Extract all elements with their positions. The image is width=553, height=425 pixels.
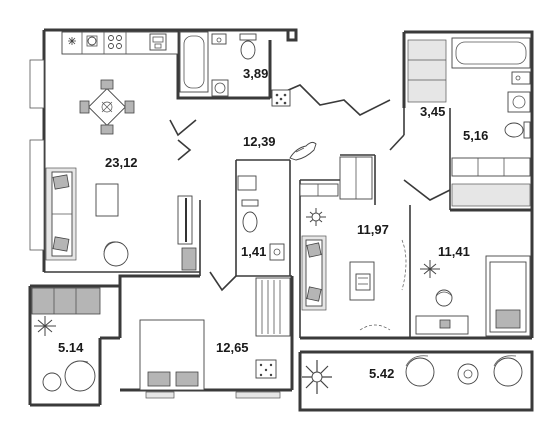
round-table-icon <box>42 360 96 392</box>
toilet-icon <box>504 121 531 139</box>
area-label-wc: 1,41 <box>241 244 267 259</box>
area-label-bedroom-center: 11,97 <box>357 222 389 237</box>
radiator <box>451 183 531 207</box>
cat-icon <box>289 141 317 161</box>
hall-wardrobe <box>299 156 373 200</box>
plant-icon <box>302 360 332 394</box>
coffee-table-icon <box>95 183 119 217</box>
bathtub-icon <box>451 37 531 69</box>
fan-icon <box>68 37 76 45</box>
bottom-window-frames <box>145 391 281 399</box>
area-label-living-kitchen: 23,12 <box>105 155 138 170</box>
sink-icon <box>511 71 531 85</box>
wc-fixtures <box>237 175 285 261</box>
toilet-icon <box>239 33 257 60</box>
vent-icon <box>271 89 291 107</box>
desk-icon <box>349 261 375 301</box>
wardrobe-icon <box>255 277 291 337</box>
interior-walls <box>44 84 451 338</box>
bed-icon <box>485 255 531 337</box>
area-label-corridor: 3,45 <box>420 104 446 119</box>
area-label-hall: 12,39 <box>243 134 276 149</box>
armchair-icon <box>103 241 129 267</box>
chair-icon <box>435 289 453 307</box>
desk-icon <box>415 315 469 335</box>
corridor-wardrobe <box>407 39 447 103</box>
plant-icon <box>420 260 440 278</box>
stove-icon <box>108 35 122 49</box>
plant-icon <box>34 316 56 336</box>
sofa-icon <box>45 167 77 261</box>
balcony-sofa <box>31 287 101 315</box>
exterior-walls <box>28 28 534 412</box>
bed-icon <box>139 319 205 391</box>
bathtub-icon <box>179 31 209 93</box>
plant-icon <box>306 208 326 226</box>
bath-cabinet <box>451 157 531 177</box>
area-label-balcony-left: 5.14 <box>58 340 84 355</box>
tv-unit-icon <box>177 195 197 271</box>
washing-machine-icon <box>211 79 229 97</box>
sink-icon <box>211 33 227 45</box>
area-label-balcony-right: 5.42 <box>369 366 395 381</box>
sofa-icon <box>301 235 327 311</box>
nightstand-icon <box>255 359 277 379</box>
fridge-icon <box>149 33 167 51</box>
round-table-icon <box>405 355 523 387</box>
doors <box>359 239 407 331</box>
sink-icon <box>86 35 98 47</box>
dining-table-icon <box>79 79 135 135</box>
area-label-bathroom-2: 5,16 <box>463 128 489 143</box>
area-label-bathroom-1: 3,89 <box>243 66 269 81</box>
washing-machine-icon <box>507 91 531 113</box>
area-label-bedroom-right: 11,41 <box>438 244 470 259</box>
area-label-bedroom-bottom: 12,65 <box>216 340 249 355</box>
